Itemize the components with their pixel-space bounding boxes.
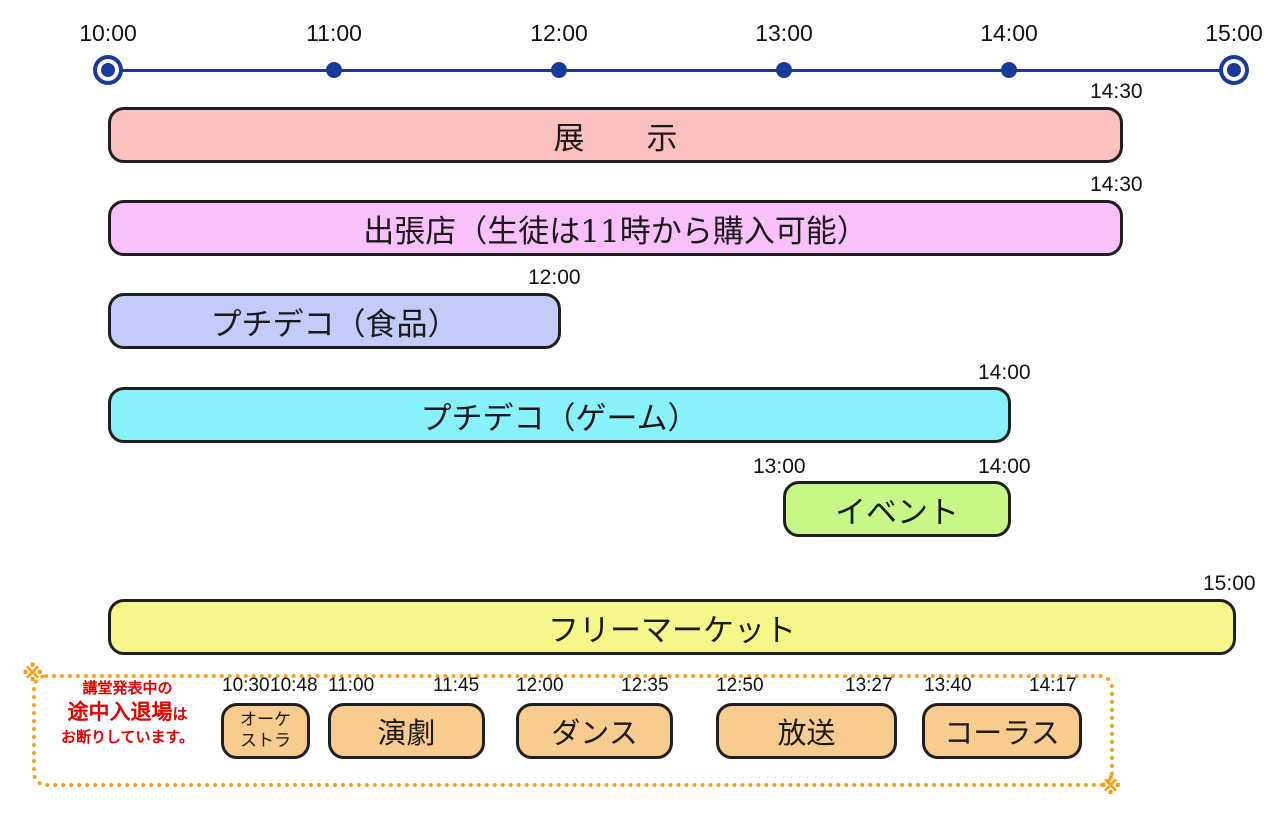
note-mark-top-left: ※ — [22, 662, 44, 687]
drama-end-time: 11:45 — [433, 675, 480, 696]
event-start-time: 13:00 — [753, 455, 806, 478]
exhibit-bar: 展 示 — [108, 107, 1123, 163]
tick-label-11: 11:00 — [306, 20, 362, 46]
timeline-dot-14 — [1001, 62, 1017, 78]
stage-chorus: コーラス — [922, 703, 1082, 759]
timeline-end-marker — [1219, 55, 1249, 85]
timeline-dot-12 — [551, 62, 567, 78]
event-bar: イベント — [783, 481, 1011, 537]
timeline-dot-11 — [326, 62, 342, 78]
stage-drama: 演劇 — [328, 703, 485, 759]
stage-program-frame — [32, 674, 1114, 787]
petit-food-bar-label: プチデコ（食品） — [210, 306, 459, 343]
timeline-dot-13 — [776, 62, 792, 78]
note-line-1: 講堂発表中の — [82, 679, 173, 697]
timeline-axis-line — [108, 69, 1235, 72]
stage-broadcast-label: 放送 — [777, 716, 836, 750]
stage-orchestra-label-2: ストラ — [240, 731, 291, 751]
exhibit-end-time: 14:30 — [1090, 80, 1143, 103]
dance-end-time: 12:35 — [621, 675, 669, 696]
flea-market-bar-label: フリーマーケット — [548, 612, 796, 649]
drama-start-time: 11:00 — [328, 675, 375, 696]
tick-label-14: 14:00 — [980, 20, 1038, 46]
stage-chorus-label: コーラス — [944, 716, 1060, 750]
flea-market-end-time: 15:00 — [1203, 572, 1256, 595]
stage-broadcast: 放送 — [716, 703, 897, 759]
note-line-2-tail: は — [172, 705, 188, 724]
broadcast-start-time: 12:50 — [716, 675, 764, 696]
petit-game-bar-label: プチデコ（ゲーム） — [420, 400, 699, 437]
petit-food-end-time: 12:00 — [528, 266, 581, 289]
dance-start-time: 12:00 — [516, 675, 564, 696]
tick-label-12: 12:00 — [530, 20, 588, 46]
tick-label-13: 13:00 — [755, 20, 813, 46]
petit-game-end-time: 14:00 — [978, 361, 1031, 384]
note-mark-bottom-right: ※ — [1100, 775, 1122, 800]
entry-restriction-note: 講堂発表中の 途中入退場は お断りしています。 — [40, 678, 215, 747]
stage-orchestra-label-1: オーケ — [240, 709, 291, 730]
stage-dance-label: ダンス — [551, 716, 638, 750]
petit-game-bar: プチデコ（ゲーム） — [108, 387, 1011, 443]
stage-orchestra: オーケ ストラ — [221, 703, 310, 759]
exhibit-bar-label: 展 示 — [553, 120, 678, 157]
tick-label-10: 10:00 — [79, 20, 137, 46]
note-line-3: お断りしています。 — [60, 727, 195, 746]
timeline-start-marker — [93, 55, 123, 85]
broadcast-end-time: 13:27 — [845, 675, 893, 696]
event-bar-label: イベント — [835, 494, 959, 531]
shop-end-time: 14:30 — [1090, 173, 1143, 196]
stage-dance: ダンス — [516, 703, 673, 759]
tick-label-15: 15:00 — [1205, 20, 1263, 46]
chorus-start-time: 13:40 — [924, 675, 972, 696]
event-end-time: 14:00 — [978, 455, 1031, 478]
note-line-2-emphasis: 途中入退場 — [67, 700, 173, 725]
orchestra-start-time: 10:30 — [222, 675, 270, 696]
shop-bar-label: 出張店（生徒は11時から購入可能） — [363, 213, 868, 250]
shop-bar: 出張店（生徒は11時から購入可能） — [108, 200, 1123, 256]
chorus-end-time: 14:17 — [1029, 675, 1077, 696]
flea-market-bar: フリーマーケット — [108, 599, 1236, 655]
petit-food-bar: プチデコ（食品） — [108, 293, 561, 349]
orchestra-end-time: 10:48 — [270, 675, 318, 696]
stage-drama-label: 演劇 — [377, 716, 436, 750]
